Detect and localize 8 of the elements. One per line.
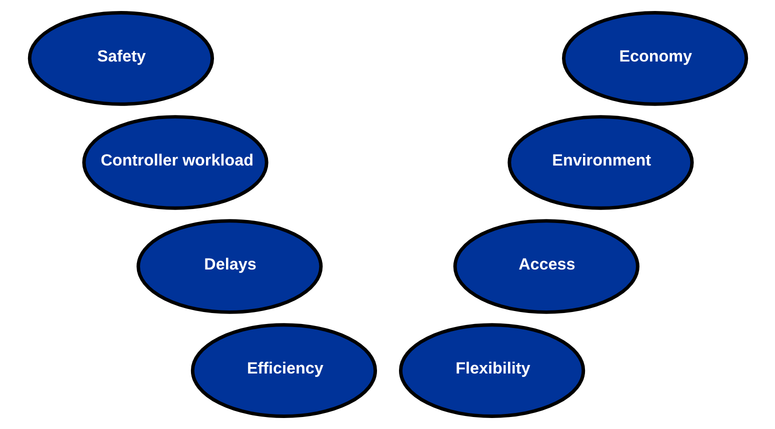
node-ellipse: Delays: [136, 219, 322, 314]
node-ellipse: Efficiency: [190, 323, 377, 418]
node-ellipse: Access: [452, 219, 639, 314]
node-ellipse: Flexibility: [398, 323, 585, 418]
node-ellipse: Controller workload: [82, 115, 268, 210]
node-ellipse: Safety: [27, 11, 214, 106]
node-ellipse: Economy: [561, 11, 748, 106]
node-ellipse: Environment: [507, 115, 694, 210]
